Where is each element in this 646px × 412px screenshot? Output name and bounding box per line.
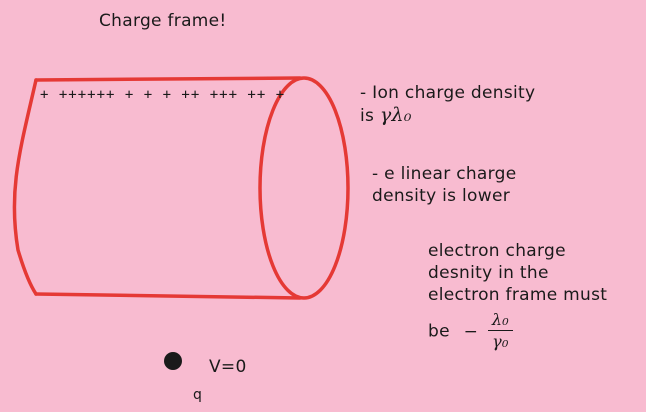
cylinder-left-edge: [12, 78, 38, 296]
electron-frame-line4: be − λ₀ γ₀: [428, 310, 638, 353]
electron-density-line2: density is lower: [372, 186, 510, 206]
cylinder-bottom-edge: [34, 292, 302, 300]
electron-frame-note: electron charge desnity in the electron …: [428, 240, 638, 353]
electron-frame-line3: electron frame must: [428, 285, 608, 305]
ion-density-line2: is γλ₀: [360, 104, 412, 126]
fraction-denominator: γ₀: [492, 332, 509, 351]
fraction: λ₀ γ₀: [487, 310, 513, 353]
page-title: Charge frame!: [99, 11, 227, 31]
electron-density-line1: - e linear charge: [372, 164, 517, 184]
ion-density-expression: γλ₀: [379, 104, 412, 126]
charge-label: q: [193, 387, 203, 403]
velocity-label: V=0: [209, 357, 247, 377]
cylinder-top-edge: [34, 76, 302, 82]
ion-density-line1: - Ion charge density: [360, 83, 536, 103]
fraction-numerator: λ₀: [487, 310, 513, 331]
electron-frame-line2: desnity in the: [428, 263, 549, 283]
cylinder-end-ellipse: [258, 76, 350, 300]
electron-frame-line1: electron charge: [428, 241, 566, 261]
minus-sign: −: [463, 321, 479, 342]
ion-charges: + ++++++ + + + ++ +++ ++ +: [40, 87, 285, 103]
electron-density-note: - e linear charge density is lower: [372, 163, 612, 207]
point-charge-dot: [164, 352, 182, 370]
ion-density-note: - Ion charge density is γλ₀: [360, 82, 620, 127]
